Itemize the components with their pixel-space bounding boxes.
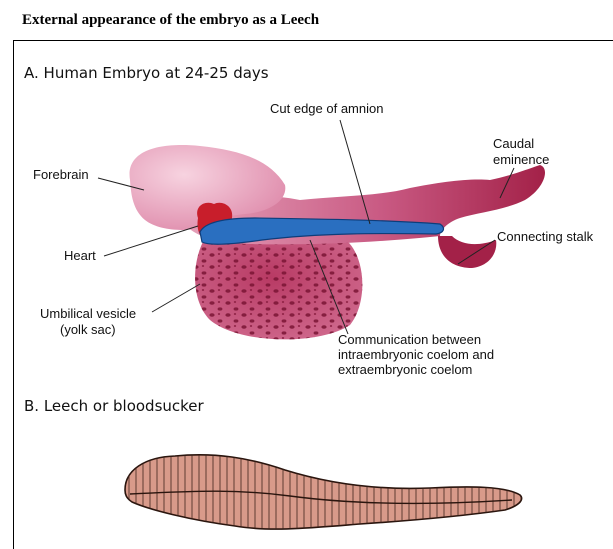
label-communication-line1: Communication between <box>338 332 481 347</box>
label-umbilical-line1: Umbilical vesicle <box>40 306 136 321</box>
amnion-cut-edge <box>199 217 445 245</box>
label-caudal-line1: Caudal <box>493 136 534 151</box>
label-caudal-line2: eminence <box>493 152 549 167</box>
panel-a-title: A. Human Embryo at 24-25 days <box>24 64 269 82</box>
label-cut-edge: Cut edge of amnion <box>270 101 383 116</box>
label-connecting-stalk: Connecting stalk <box>497 229 594 244</box>
leader-lines <box>97 119 515 335</box>
label-communication-line2: intraembryonic coelom and <box>338 347 494 362</box>
label-umbilical-line2: (yolk sac) <box>60 322 116 337</box>
figure-frame <box>13 40 613 549</box>
panel-b-title: B. Leech or bloodsucker <box>24 397 204 415</box>
label-heart: Heart <box>64 248 96 263</box>
forebrain-head <box>129 145 286 230</box>
page-title: External appearance of the embryo as a L… <box>22 12 320 28</box>
leech-figure <box>124 453 523 530</box>
label-forebrain: Forebrain <box>33 167 89 182</box>
connecting-stalk <box>438 236 497 268</box>
yolk-sac <box>195 236 363 340</box>
label-communication-line3: extraembryonic coelom <box>338 362 472 377</box>
